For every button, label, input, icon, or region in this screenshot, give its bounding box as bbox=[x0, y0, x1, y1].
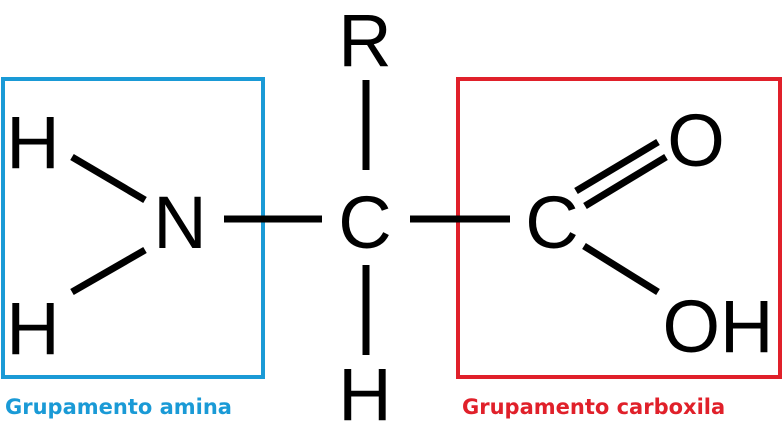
double-bond-line-1 bbox=[574, 138, 660, 195]
bond-h-upper-to-n bbox=[70, 153, 147, 204]
atom-oh: OH bbox=[663, 285, 774, 368]
atom-h-upper-left: H bbox=[6, 101, 59, 184]
atom-o-double: O bbox=[667, 99, 725, 182]
amine-group-label: Grupamento amina bbox=[5, 395, 232, 419]
atom-h-bottom: H bbox=[338, 353, 391, 432]
carboxyl-group-label: Grupamento carboxila bbox=[462, 395, 725, 419]
atom-c-alpha: C bbox=[338, 181, 391, 264]
bond-c-carboxyl-to-oh bbox=[582, 243, 660, 295]
bond-h-lower-to-n bbox=[70, 246, 147, 296]
atom-r: R bbox=[338, 0, 391, 82]
atom-n: N bbox=[153, 181, 206, 264]
amine-group-box bbox=[1, 77, 265, 379]
double-bond-line-2 bbox=[583, 154, 668, 209]
atom-c-carboxyl: C bbox=[525, 181, 578, 264]
carboxyl-group-box bbox=[456, 77, 782, 379]
atom-h-lower-left: H bbox=[6, 287, 59, 370]
